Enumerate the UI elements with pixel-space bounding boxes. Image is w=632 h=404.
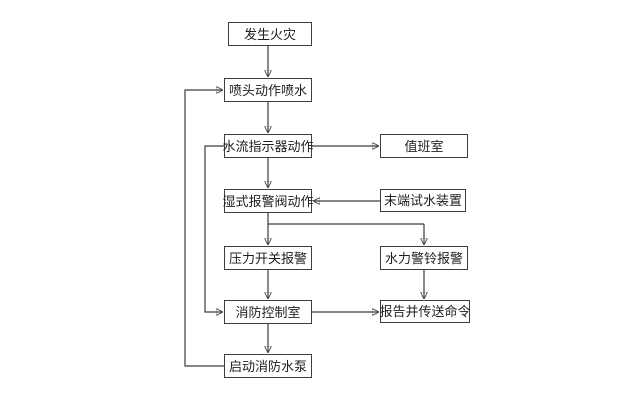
node-sprinkler-activates: 喷头动作喷水: [224, 78, 312, 102]
node-end-test-device: 末端试水装置: [380, 189, 466, 212]
node-fire-control-room: 消防控制室: [224, 300, 312, 324]
node-report-and-transmit: 报告并传送命令: [380, 300, 471, 323]
edge-wet-valve-fork: [267, 213, 424, 225]
node-start-fire-pump: 启动消防水泵: [224, 354, 312, 378]
node-pressure-switch-alarm: 压力开关报警: [224, 246, 312, 270]
node-hydraulic-bell-alarm: 水力警铃报警: [380, 246, 468, 270]
edge-flow-indicator-feedback-to-control-room: [204, 145, 224, 312]
node-fire-occurs: 发生火灾: [228, 22, 312, 46]
node-wet-alarm-valve: 湿式报警阀动作: [223, 189, 314, 213]
edge-start-pump-feedback-to-sprinkler: [184, 90, 224, 367]
node-duty-room: 值班室: [380, 134, 468, 158]
node-flow-indicator: 水流指示器动作: [223, 134, 314, 158]
